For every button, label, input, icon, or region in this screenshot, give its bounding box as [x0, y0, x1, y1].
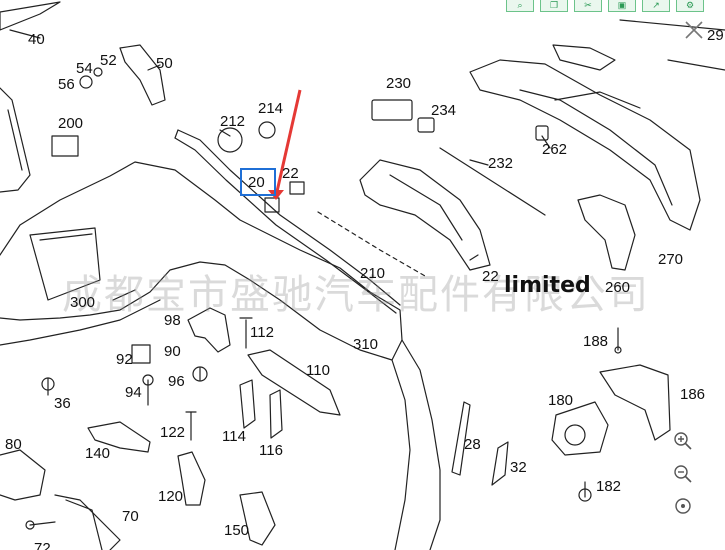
search-icon[interactable]: ⌕: [506, 0, 534, 12]
callout-label: 186: [680, 386, 706, 403]
crop-icon[interactable]: ✂: [574, 0, 602, 12]
callout-label: 230: [386, 75, 412, 92]
callout-label: 232: [488, 155, 514, 172]
save-icon[interactable]: ▣: [608, 0, 636, 12]
callout-label: 116: [259, 442, 283, 459]
callout-label: 210: [360, 265, 386, 282]
callout-label: 180: [548, 392, 574, 409]
callout-label: 200: [58, 115, 84, 132]
callout-label: 40: [28, 31, 45, 48]
callout-label: 29: [707, 27, 724, 44]
close-icon[interactable]: [684, 20, 704, 40]
zoom-out-icon[interactable]: [670, 461, 696, 487]
callout-label: 260: [605, 279, 631, 296]
callout-label: 150: [224, 522, 250, 539]
callout-label: 114: [222, 428, 246, 445]
callout-label: 36: [54, 395, 71, 412]
open-icon[interactable]: ↗: [642, 0, 670, 12]
settings-icon[interactable]: ⚙: [676, 0, 704, 12]
callout-label: 52: [100, 52, 117, 69]
callout-label: 22: [482, 268, 499, 285]
reset-view-icon[interactable]: [670, 493, 696, 519]
callout-label: 92: [116, 351, 133, 368]
zoom-in-icon[interactable]: [670, 428, 696, 454]
highlight-box: [240, 168, 276, 196]
callout-label: 212: [220, 113, 246, 130]
callout-label: 22: [282, 165, 299, 182]
callout-label: 70: [122, 508, 139, 525]
callout-label highlighted-part-label: 20: [248, 174, 265, 191]
callout-label: 32: [510, 459, 527, 476]
overlay-text: limited: [504, 273, 591, 298]
copy-icon[interactable]: ❐: [540, 0, 568, 12]
callout-label: 300: [70, 294, 96, 311]
callout-label: 50: [156, 55, 173, 72]
callout-label: 56: [58, 76, 75, 93]
callout-label: 262: [542, 141, 568, 158]
callout-label: 120: [158, 488, 184, 505]
callout-label: 188: [583, 333, 609, 350]
callout-label: 28: [464, 436, 481, 453]
callout-label: 98: [164, 312, 181, 329]
callout-label: 112: [250, 324, 274, 341]
callout-label: 140: [85, 445, 111, 462]
callout-label: 122: [160, 424, 186, 441]
callout-label: 214: [258, 100, 284, 117]
callout-label: 182: [596, 478, 622, 495]
callout-label: 110: [306, 362, 330, 379]
callout-label: 54: [76, 60, 93, 77]
callout-label: 90: [164, 343, 181, 360]
callout-label: 310: [353, 336, 379, 353]
callout-label: 234: [431, 102, 457, 119]
callout-label: 270: [658, 251, 684, 268]
viewer-toolbar: ⌕ ❐ ✂ ▣ ↗ ⚙: [500, 0, 725, 12]
watermark: 成都宝市盛驰汽车配件有限公司: [62, 272, 650, 318]
callout-label: 94: [125, 384, 142, 401]
callout-label: 96: [168, 373, 185, 390]
callout-label: 72: [34, 540, 51, 550]
callout-label: 80: [5, 436, 22, 453]
